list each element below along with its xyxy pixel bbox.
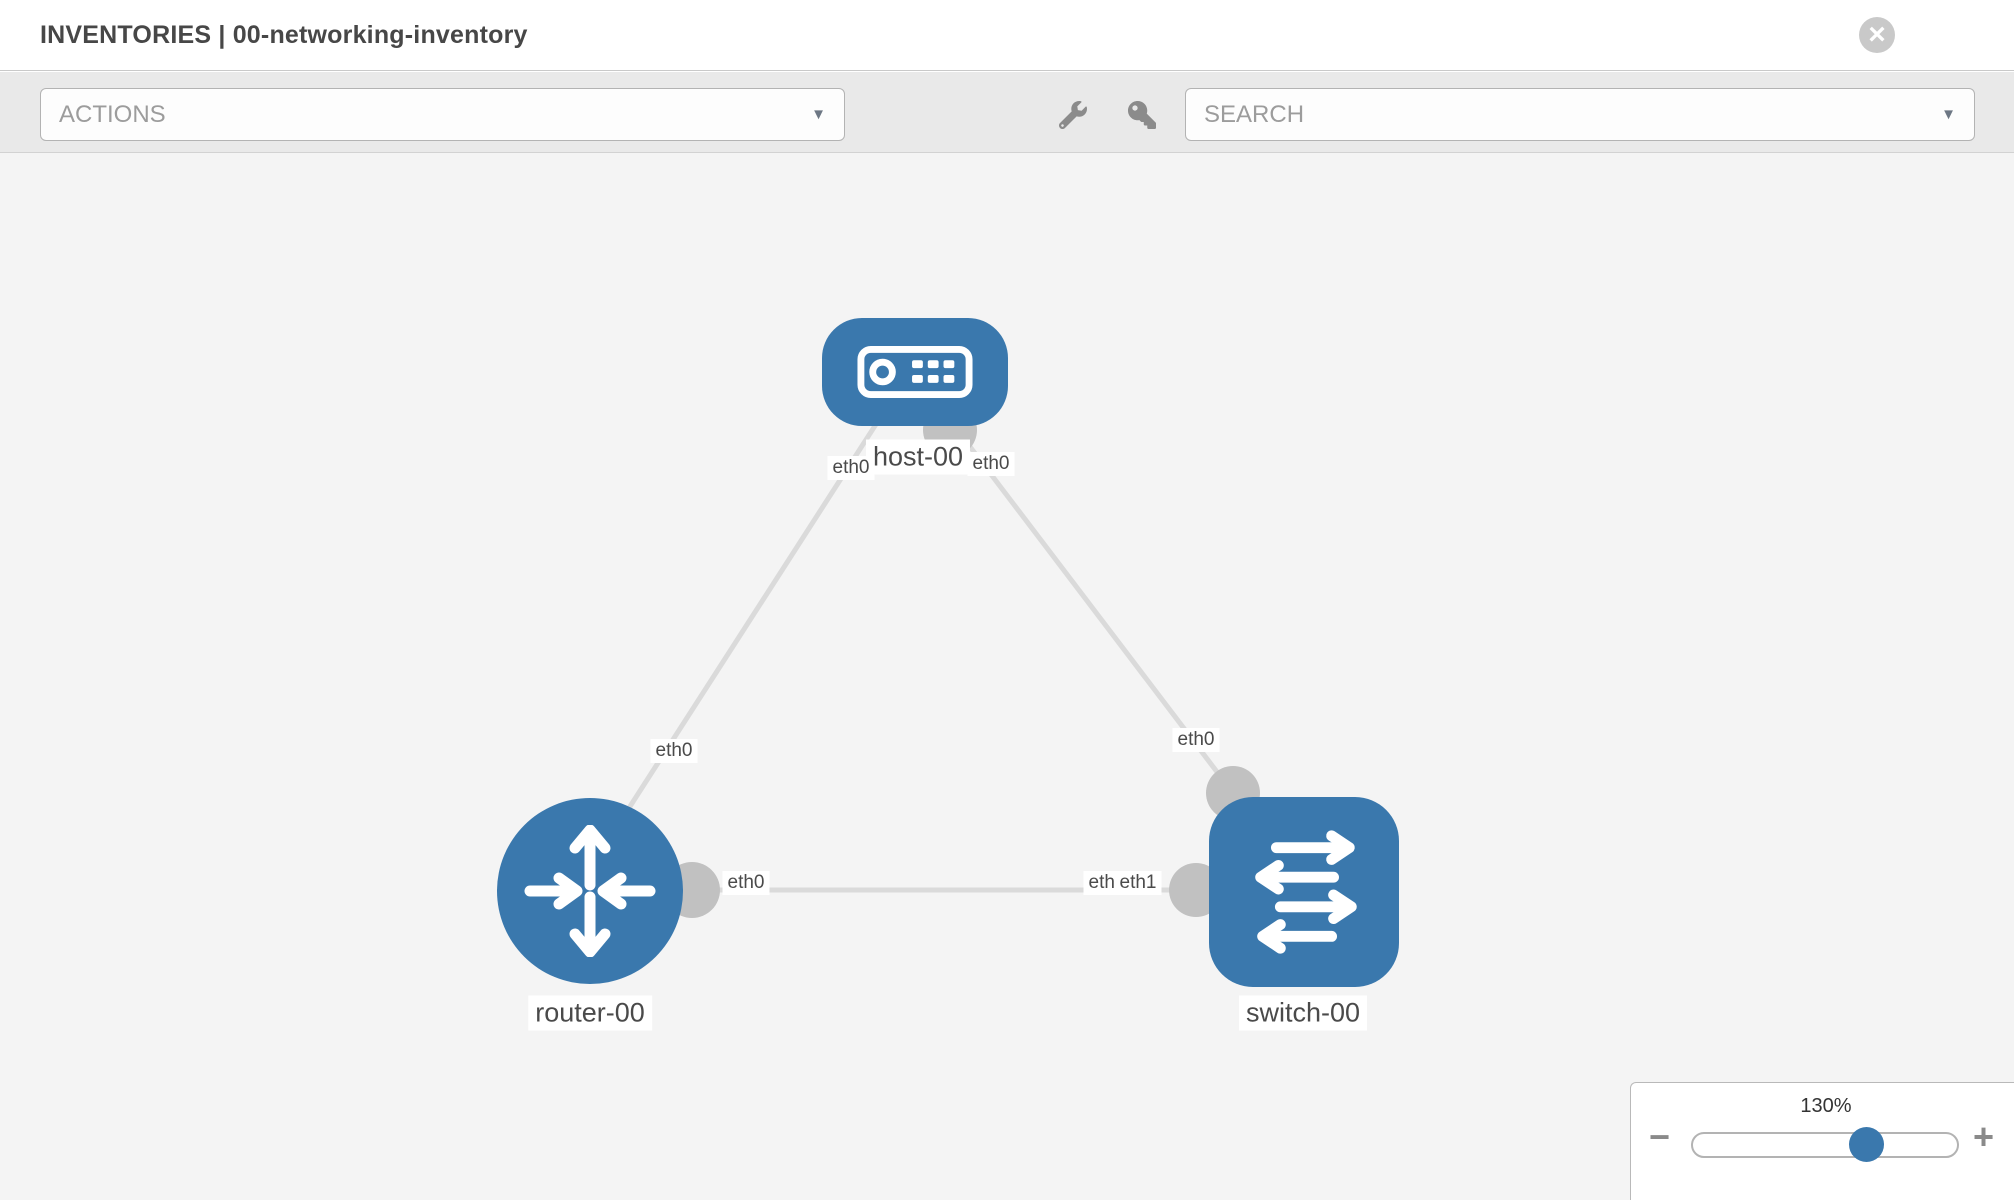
node-label-router: router-00 (528, 995, 652, 1031)
router-icon (524, 825, 656, 957)
search-dropdown[interactable]: SEARCH ▼ (1185, 88, 1975, 141)
interface-label-router-eth0-top: eth0 (650, 739, 698, 763)
zoom-level-label: 130% (1800, 1095, 1852, 1117)
wrench-icon[interactable] (1056, 98, 1090, 132)
host-server-icon (857, 345, 973, 399)
zoom-slider[interactable] (1691, 1127, 1959, 1162)
node-router-00[interactable] (497, 798, 683, 984)
actions-dropdown-label: ACTIONS (59, 100, 166, 128)
interface-label-switch-eth1: eth1 (1114, 871, 1162, 895)
chevron-down-icon: ▼ (811, 106, 826, 123)
link-host-router[interactable] (597, 415, 883, 856)
close-icon[interactable]: × (1859, 17, 1895, 53)
topology-canvas[interactable]: host-00 router-00 switch-00 eth0 eth0 et… (0, 153, 2014, 1200)
node-switch-00[interactable] (1209, 797, 1399, 987)
zoom-in-button[interactable]: + (1973, 1116, 1995, 1157)
interface-label-host-eth0-left: eth0 (827, 456, 875, 480)
node-label-host: host-00 (865, 439, 971, 475)
page-title: INVENTORIES | 00-networking-inventory (40, 21, 528, 49)
switch-icon (1255, 830, 1357, 954)
panel-header: INVENTORIES | 00-networking-inventory × (0, 0, 2014, 71)
node-host-00[interactable] (822, 318, 1008, 426)
zoom-out-button[interactable]: − (1649, 1116, 1671, 1157)
toolbar: ACTIONS ▼ SEARCH ▼ (0, 72, 2014, 153)
search-placeholder: SEARCH (1204, 100, 1305, 128)
interface-label-host-eth0-right: eth0 (967, 452, 1015, 476)
interface-label-router-eth0: eth0 (722, 871, 770, 895)
node-label-switch: switch-00 (1238, 995, 1368, 1031)
zoom-slider-thumb[interactable] (1849, 1127, 1884, 1162)
zoom-control-panel: 130% − + (1630, 1082, 2014, 1200)
actions-dropdown[interactable]: ACTIONS ▼ (40, 88, 845, 141)
key-icon[interactable] (1125, 98, 1159, 132)
interface-label-switch-eth0-top: eth0 (1172, 728, 1220, 752)
chevron-down-icon: ▼ (1941, 106, 1956, 123)
links-layer (597, 403, 1260, 918)
